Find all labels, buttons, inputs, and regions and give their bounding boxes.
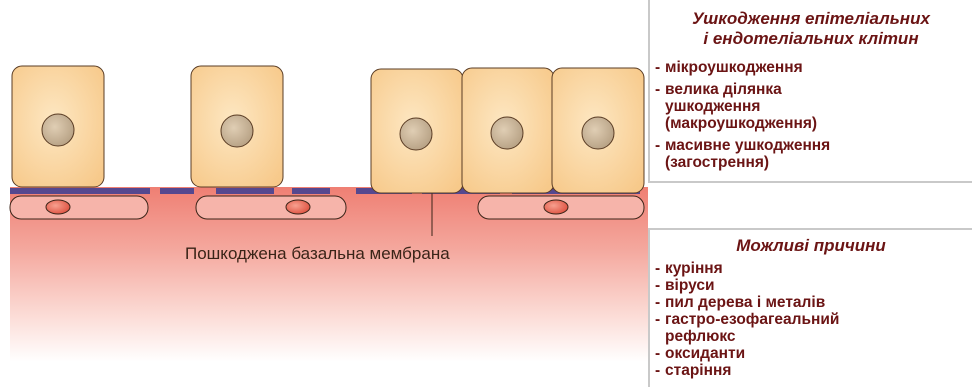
epithelium-diagram — [0, 0, 648, 387]
epithelial-cell — [12, 66, 104, 187]
list-item: -віруси — [655, 277, 972, 294]
damage-list: -мікроушкодження -велика ділянка ушкодже… — [650, 49, 972, 171]
damage-title-line1: Ушкодження епітеліальних — [692, 9, 930, 28]
damage-panel: Ушкодження епітеліальних і ендотеліальни… — [648, 0, 972, 183]
endothelial-cell — [10, 196, 148, 219]
damaged-membrane-caption: Пошкоджена базальна мембрана — [185, 244, 450, 264]
damage-panel-title: Ушкодження епітеліальних і ендотеліальни… — [650, 0, 972, 49]
causes-panel: Можливі причини -куріння -віруси -пил де… — [648, 228, 972, 387]
causes-panel-title: Можливі причини — [650, 230, 972, 260]
list-item: -куріння — [655, 260, 972, 277]
epithelial-cell — [552, 68, 644, 193]
endothelial-cell — [478, 196, 644, 219]
list-item: -старіння — [655, 362, 972, 379]
list-item: -гастро-езофагеальний рефлюкс — [655, 311, 972, 345]
causes-list: -куріння -віруси -пил дерева і металів -… — [650, 260, 972, 379]
epithelial-cell — [462, 68, 554, 193]
endothelial-cell — [196, 196, 346, 219]
list-item: -пил дерева і металів — [655, 294, 972, 311]
list-item: -масивне ушкодження (загострення) — [655, 137, 972, 171]
damage-title-line2: і ендотеліальних клітин — [703, 29, 918, 48]
epithelial-cell — [371, 69, 463, 193]
list-item: -велика ділянка ушкодження (макроушкодже… — [655, 81, 972, 132]
list-item: -мікроушкодження — [655, 59, 972, 76]
epithelial-cell — [191, 66, 283, 187]
list-item: -оксиданти — [655, 345, 972, 362]
